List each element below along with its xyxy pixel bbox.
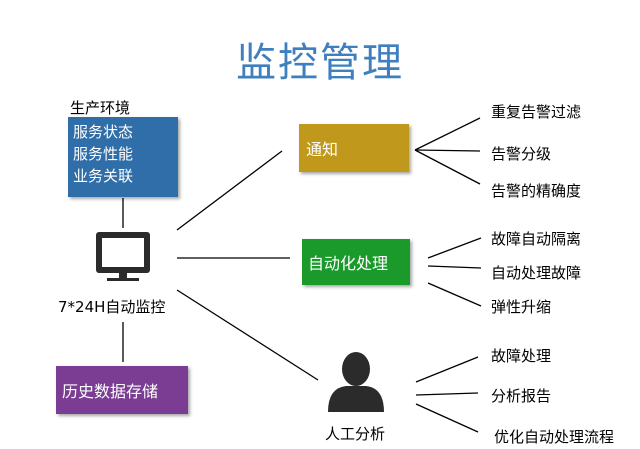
manual-item: 分析报告 bbox=[491, 387, 552, 405]
history-box: 历史数据存储 bbox=[56, 366, 188, 414]
env-box: 服务状态 服务性能 业务关联 bbox=[68, 117, 178, 197]
notify-box: 通知 bbox=[299, 124, 409, 172]
automation-item: 自动处理故障 bbox=[491, 264, 582, 282]
manual-item: 故障处理 bbox=[491, 347, 552, 365]
env-item: 服务性能 bbox=[73, 145, 134, 163]
monitor-icon bbox=[96, 232, 150, 281]
notify-item: 重复告警过滤 bbox=[491, 103, 582, 121]
connector-auto-1 bbox=[427, 237, 482, 259]
connector-manual-3 bbox=[415, 403, 479, 433]
connector-auto-2 bbox=[427, 265, 482, 269]
page-title: 监控管理 bbox=[236, 40, 404, 86]
connector-manual-1 bbox=[415, 356, 479, 383]
env-item: 服务状态 bbox=[73, 123, 134, 141]
automation-item: 故障自动隔离 bbox=[491, 230, 582, 248]
monitor-label: 7*24H自动监控 bbox=[58, 298, 166, 316]
person-icon bbox=[328, 352, 384, 412]
notify-item: 告警的精确度 bbox=[491, 182, 582, 200]
connector-auto-3 bbox=[427, 282, 482, 307]
automation-box: 自动化处理 bbox=[302, 239, 410, 285]
manual-item: 优化自动处理流程 bbox=[494, 428, 615, 446]
manual-label: 人工分析 bbox=[325, 425, 386, 443]
connector-notify-3 bbox=[414, 149, 481, 185]
connector-monitor-manual bbox=[176, 289, 319, 381]
notify-item: 告警分级 bbox=[491, 145, 552, 163]
automation-item: 弹性升缩 bbox=[491, 298, 552, 316]
connector-notify-1 bbox=[414, 117, 481, 151]
env-item: 业务关联 bbox=[73, 167, 134, 185]
connector-manual-2 bbox=[415, 392, 479, 396]
env-label: 生产环境 bbox=[70, 99, 131, 117]
connector-notify-2 bbox=[414, 149, 481, 152]
connector-monitor-notify bbox=[176, 150, 283, 231]
